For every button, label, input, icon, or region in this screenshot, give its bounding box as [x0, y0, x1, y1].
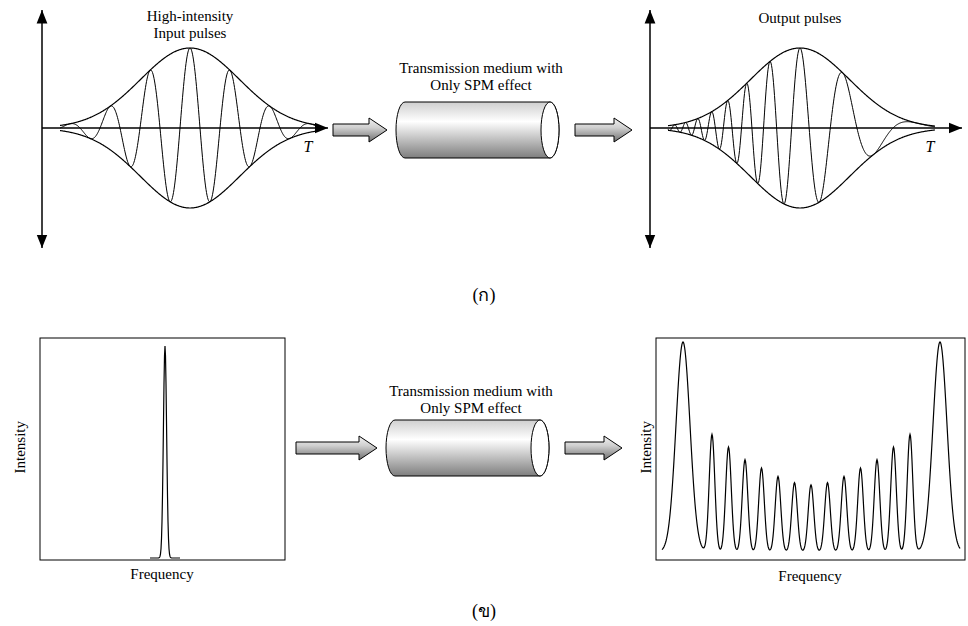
- cylinder-end: [531, 420, 549, 476]
- caption-text: Frequency: [750, 568, 870, 585]
- y-axis: [649, 10, 651, 248]
- time-axis: [42, 127, 328, 129]
- input-pulse-plot: High-intensity Input pulsesT: [20, 4, 325, 254]
- pulse-carrier: [60, 48, 318, 202]
- fiber-cylinder: [396, 102, 559, 158]
- output-spectrum-plot: IntensityFrequency: [630, 336, 966, 590]
- axis-label: Intensity: [638, 402, 655, 492]
- waveforms: [60, 48, 960, 558]
- time-axis: [650, 127, 962, 129]
- medium-cylinder: Transmission medium with Only SPM effect: [385, 383, 557, 483]
- caption-text: Transmission medium with Only SPM effect: [385, 383, 557, 416]
- fiber-cylinder: [386, 420, 549, 476]
- medium-cylinder: Transmission medium with Only SPM effect: [395, 60, 567, 166]
- pulse-carrier: [668, 48, 935, 204]
- pulse-envelope: [668, 48, 935, 126]
- caption-text: Output pulses: [730, 10, 870, 27]
- pulse-envelope: [60, 48, 318, 125]
- plot-frame: [40, 338, 285, 560]
- caption-text: High-intensity Input pulses: [134, 8, 246, 41]
- pulse-envelope: [668, 130, 935, 208]
- output-pulse-plot: Output pulsesT: [640, 4, 965, 254]
- input-spectrum-plot: IntensityFrequency: [8, 336, 288, 590]
- subfigure-label: (ข): [454, 596, 514, 625]
- axis-label: Intensity: [12, 402, 29, 492]
- block-arrow: [565, 436, 622, 460]
- block-arrow: [575, 118, 632, 142]
- block-arrow: [296, 436, 377, 460]
- plot-frame: [656, 338, 965, 560]
- axis-label: T: [296, 138, 320, 156]
- subfigure-label: (ก): [454, 280, 514, 309]
- axis-label: T: [918, 138, 942, 156]
- block-arrow: [333, 118, 387, 142]
- spectrum-trace: [150, 346, 180, 558]
- pulse-envelope: [60, 131, 318, 208]
- cylinder-end: [541, 102, 559, 158]
- spectrum-trace: [662, 342, 960, 550]
- caption-text: Transmission medium with Only SPM effect: [395, 60, 567, 93]
- caption-text: Frequency: [102, 566, 222, 583]
- y-axis: [41, 10, 43, 248]
